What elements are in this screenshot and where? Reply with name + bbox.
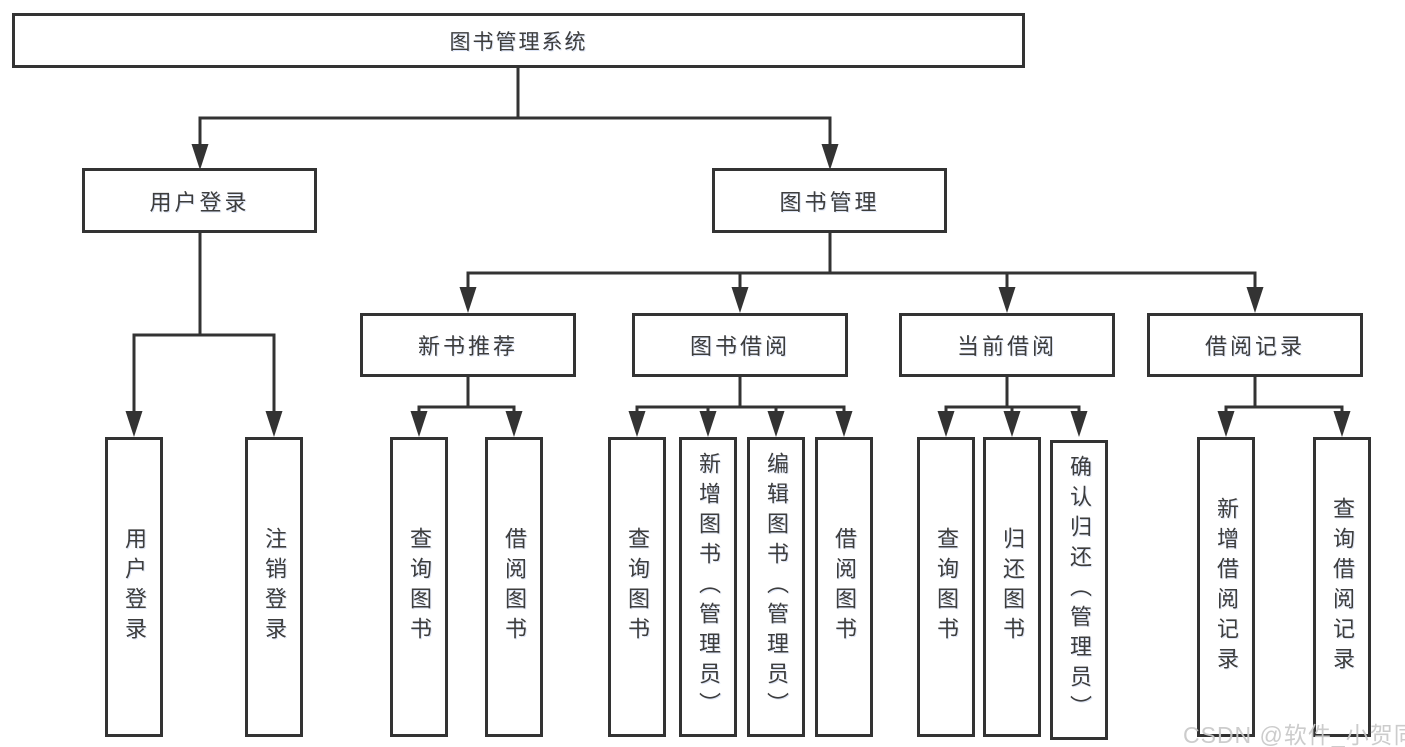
node-book-borrowing: 图书借阅: [632, 313, 848, 377]
leaf-query-books-borrowing: 查询图书: [608, 437, 666, 737]
leaf-query-books-recommend: 查询图书: [390, 437, 448, 737]
node-book-management-label: 图书管理: [779, 189, 880, 215]
leaf-borrow-books-recommend: 借阅图书: [485, 437, 543, 737]
leaf-return-books-label: 归还图书: [1000, 527, 1025, 647]
leaf-add-books-admin-label: 新增图书（管理员）: [696, 452, 721, 722]
leaf-query-borrow-record: 查询借阅记录: [1313, 437, 1371, 737]
leaf-logout-label: 注销登录: [262, 527, 287, 647]
leaf-add-books-admin: 新增图书（管理员）: [679, 437, 737, 737]
leaf-query-books-recommend-label: 查询图书: [407, 527, 432, 647]
leaf-return-books: 归还图书: [983, 437, 1041, 737]
leaf-confirm-return-admin: 确认归还（管理员）: [1050, 440, 1108, 740]
leaf-borrow-books-recommend-label: 借阅图书: [502, 527, 527, 647]
leaf-add-borrow-record: 新增借阅记录: [1197, 437, 1255, 737]
leaf-edit-books-admin: 编辑图书（管理员）: [747, 437, 805, 737]
watermark: CSDN @软件_小贺同学: [1183, 722, 1405, 747]
leaf-query-borrow-record-label: 查询借阅记录: [1330, 497, 1355, 677]
leaf-user-login-label: 用户登录: [122, 527, 147, 647]
node-book-management: 图书管理: [712, 168, 947, 233]
leaf-confirm-return-admin-label: 确认归还（管理员）: [1067, 455, 1092, 725]
leaf-user-login: 用户登录: [105, 437, 163, 737]
node-borrowing-records: 借阅记录: [1147, 313, 1363, 377]
node-book-borrowing-label: 图书借阅: [689, 334, 790, 359]
node-user-login-branch: 用户登录: [82, 168, 317, 233]
leaf-borrow-books-label: 借阅图书: [832, 527, 857, 647]
node-root: 图书管理系统: [12, 13, 1025, 68]
node-current-borrowing: 当前借阅: [899, 313, 1115, 377]
node-borrowing-records-label: 借阅记录: [1204, 334, 1305, 359]
leaf-query-books-current: 查询图书: [917, 437, 975, 737]
leaf-query-books-borrowing-label: 查询图书: [625, 527, 650, 647]
leaf-add-borrow-record-label: 新增借阅记录: [1214, 497, 1239, 677]
leaf-logout: 注销登录: [245, 437, 303, 737]
node-root-label: 图书管理系统: [449, 30, 588, 54]
node-user-login-branch-label: 用户登录: [149, 189, 250, 215]
node-new-book-recommend-label: 新书推荐: [417, 334, 518, 359]
node-current-borrowing-label: 当前借阅: [956, 334, 1057, 359]
leaf-borrow-books: 借阅图书: [815, 437, 873, 737]
node-new-book-recommend: 新书推荐: [360, 313, 576, 377]
leaf-query-books-current-label: 查询图书: [934, 527, 959, 647]
leaf-edit-books-admin-label: 编辑图书（管理员）: [764, 452, 789, 722]
arrowhead-icons: [125, 144, 1351, 437]
